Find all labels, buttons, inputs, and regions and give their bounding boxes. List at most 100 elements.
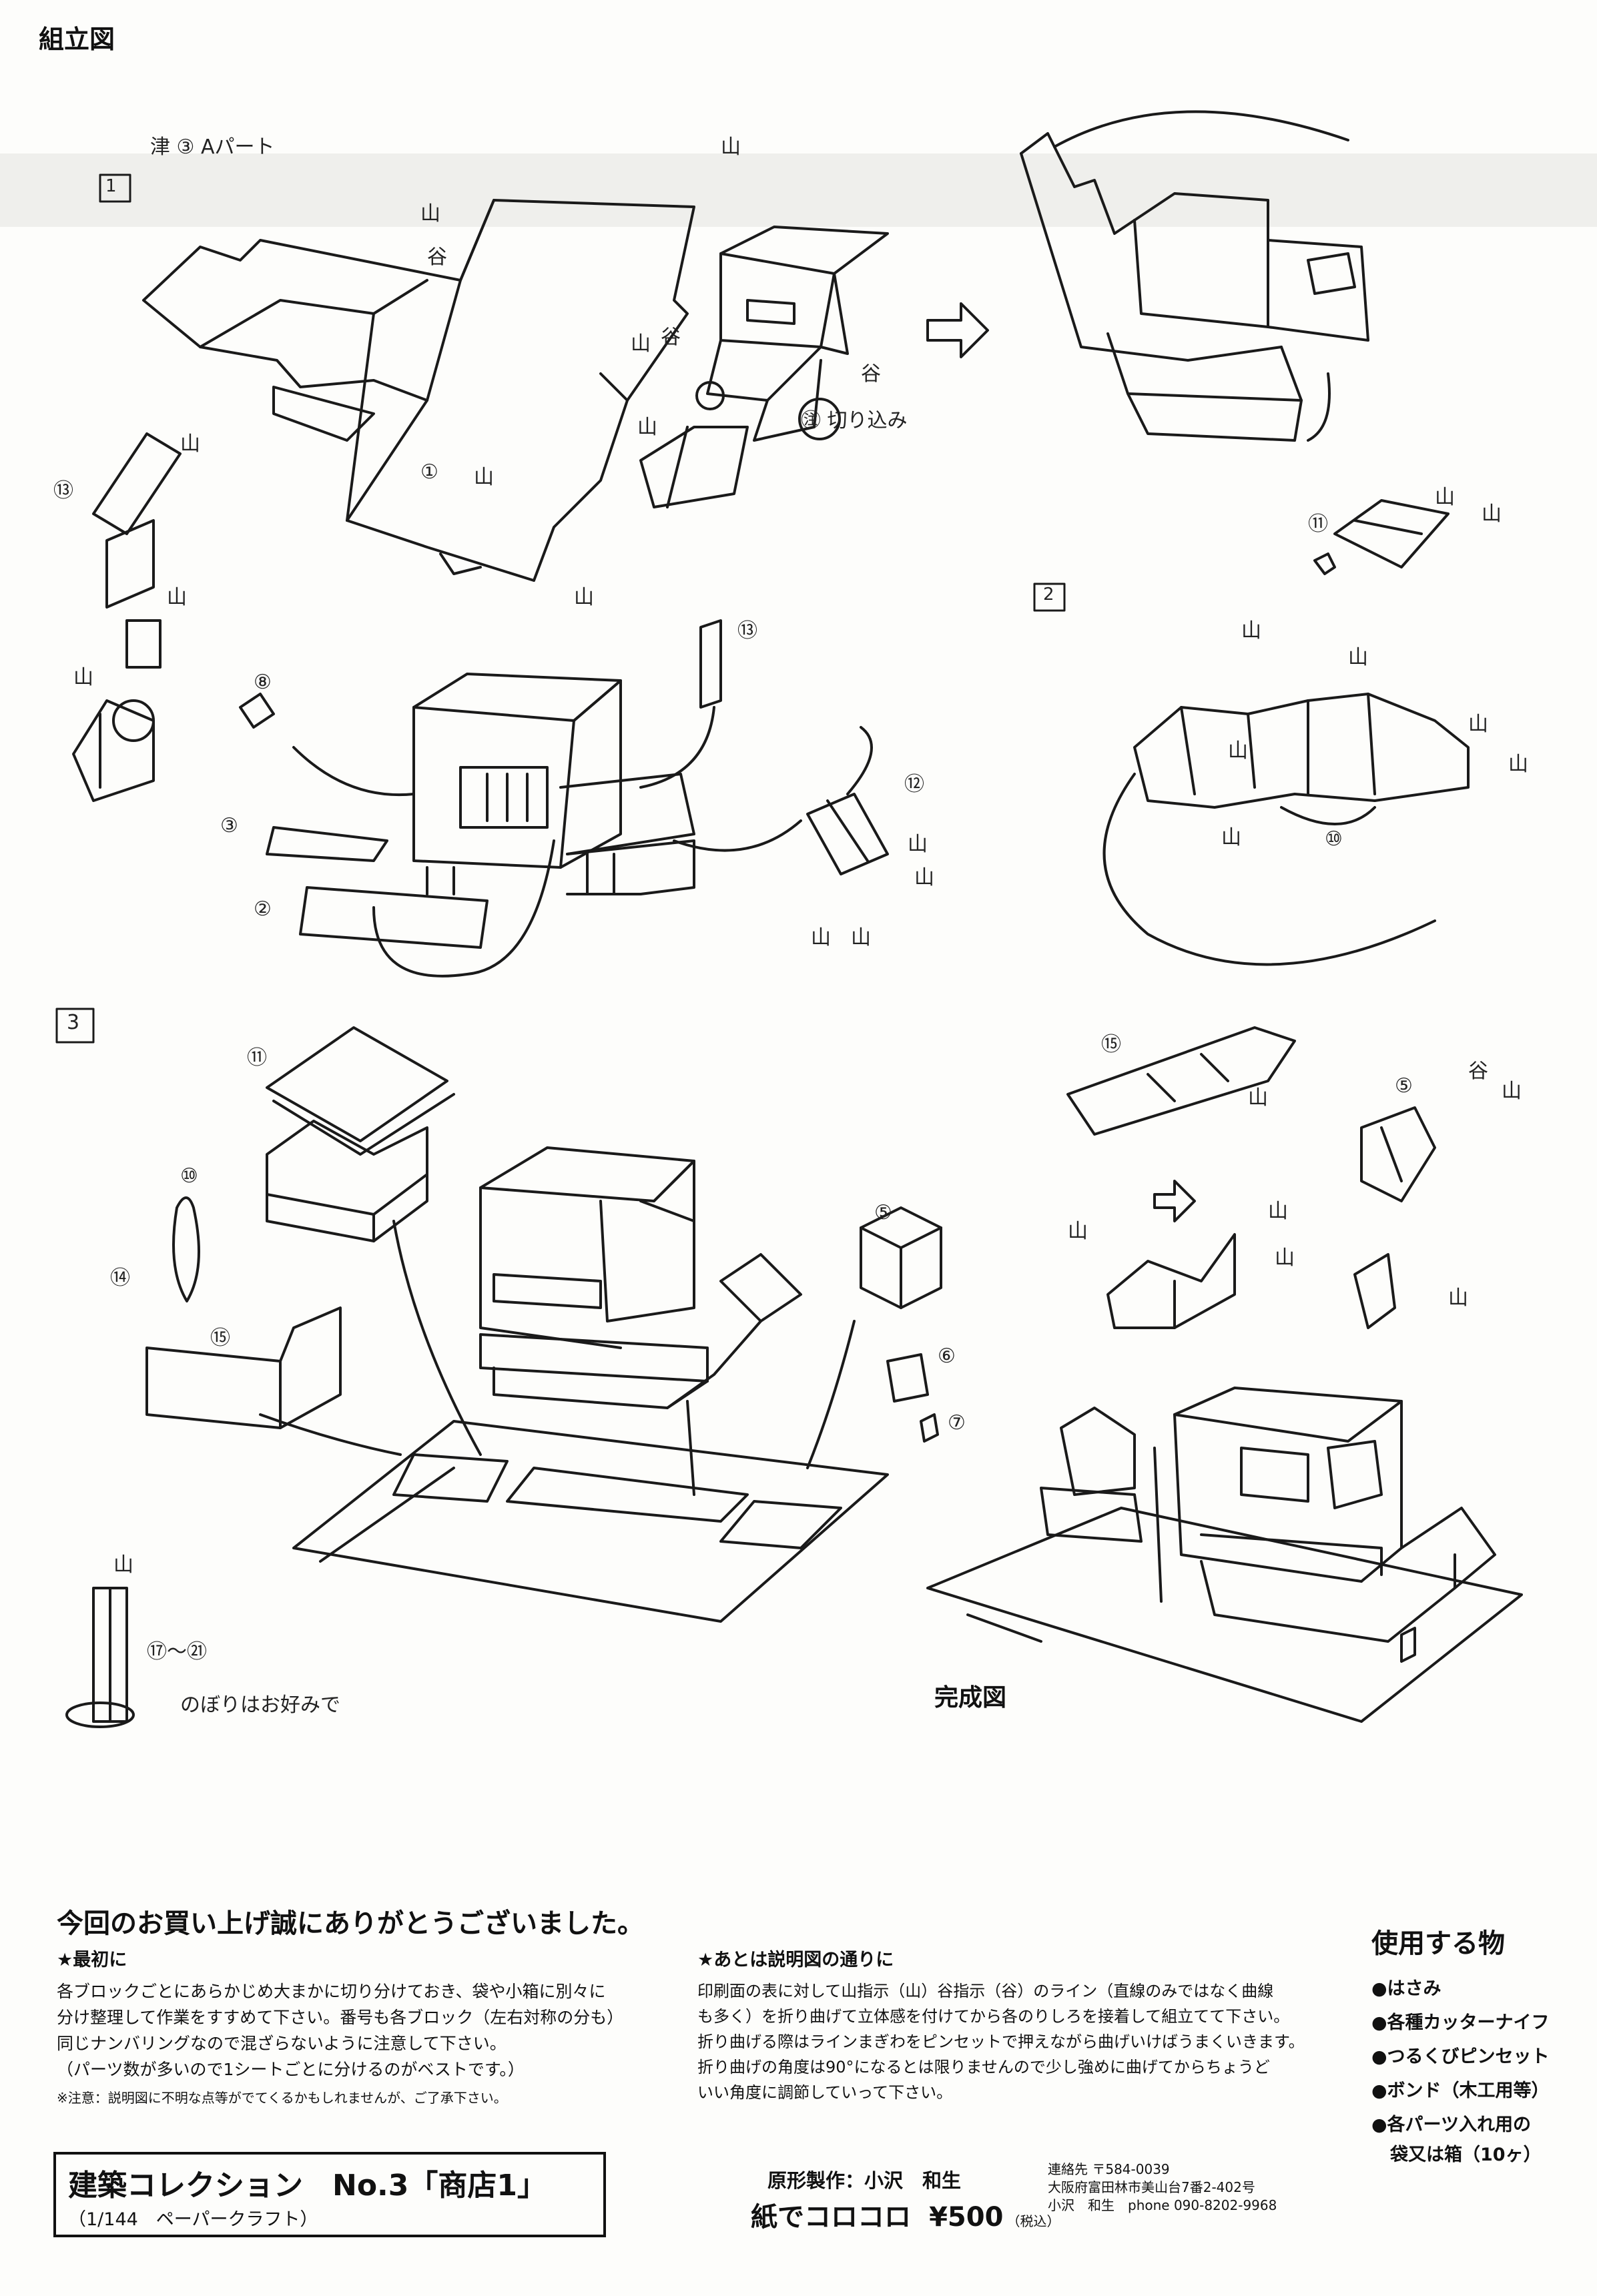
part-number: ⑩ [1325, 827, 1343, 851]
notes-left-line: 分け整理して作業をすすめて下さい。番号も各ブロック（左右対称の分も） [57, 2008, 624, 2027]
notes-left-line: 同じナンバリングなので混ざらないように注意して下さい。 [57, 2034, 507, 2053]
part-number: ⑬ [53, 479, 73, 502]
part-number: ⑤ [874, 1201, 892, 1224]
price: ¥500 [929, 2202, 1004, 2233]
product-subtitle: （1/144 ペーパークラフト） [68, 2209, 318, 2230]
step2-building [239, 619, 889, 978]
tool-item: ●はさみ [1371, 1978, 1442, 1999]
part-number: ⑮ [210, 1326, 230, 1350]
tools-list: 使用する物 ●はさみ ●各種カッターナイフ ●つるくびピンセット ●ボンド（木工… [1371, 1922, 1585, 2166]
fold-mark: 山 [420, 202, 440, 226]
part-number: ⑪ [1308, 512, 1328, 536]
contact-person: 小沢 和生 phone 090-8202-9968 [1048, 2197, 1277, 2213]
fold-mark: 谷 [1468, 1060, 1488, 1083]
part-number: ③ [220, 814, 238, 837]
fold-mark: 山 [851, 926, 871, 949]
part-number: ⑧ [254, 671, 272, 694]
fold-mark: 山 [1482, 502, 1502, 526]
thanks-title: 今回のお買い上げ誠にありがとうございました。 [57, 1908, 644, 1939]
part-number: ⑮ [1101, 1033, 1121, 1056]
step2-roof [1102, 499, 1470, 966]
fold-mark: 山 [1448, 1286, 1468, 1310]
part13-strip [72, 432, 182, 802]
tool-item: ●各パーツ入れ用の [1371, 2115, 1532, 2135]
fold-mark: 山 [180, 432, 200, 456]
notes-right-line: 折り曲げる際はラインまぎわをピンセットで押えながら曲げいけばうまくいきます。 [697, 2032, 1305, 2051]
fold-mark: 谷 [661, 326, 681, 349]
header-note: 津 ③ Aパート [150, 135, 275, 159]
fold-mark: 山 [811, 926, 831, 949]
step3-right-parts [1066, 1026, 1436, 1329]
step1-box [99, 173, 131, 203]
tool-item: ●各種カッターナイフ [1371, 2012, 1550, 2033]
notes-left-line: 各ブロックごとにあらかじめ大まかに切り分けておき、袋や小箱に別々に [57, 1982, 606, 2001]
fold-mark: 山 [1221, 826, 1241, 849]
contact-label: 連絡先 〒584-0039 [1048, 2161, 1170, 2177]
fold-mark: 山 [1348, 646, 1368, 669]
part-number: ⑥ [938, 1345, 956, 1368]
part-number: ② [254, 897, 272, 921]
fold-mark: 山 [1468, 713, 1488, 736]
fold-mark: 山 [631, 332, 651, 356]
fold-mark: 谷 [427, 246, 447, 269]
tool-item: ●つるくびピンセット [1371, 2046, 1550, 2067]
price-tax: （税込） [1006, 2213, 1060, 2229]
notes-caution: ※注意：説明図に不明な点等がでてくるかもしれませんが、ご了承下さい。 [57, 2090, 507, 2106]
completed-label: 完成図 [934, 1684, 1007, 1711]
notes-left-line: （パーツ数が多いので1シートごとに分けるのがベストです。） [57, 2060, 525, 2079]
notes-right-heading: ★あとは説明図の通りに [697, 1950, 894, 1970]
fold-mark: 山 [1068, 1220, 1088, 1243]
contact-address: 大阪府富田林市美山台7番2-402号 [1048, 2179, 1255, 2195]
fold-mark: 山 [167, 586, 187, 609]
part-number: ⑪ [247, 1046, 267, 1070]
part-number: ⑭ [110, 1266, 130, 1290]
fold-mark: 山 [113, 1553, 133, 1577]
price-line: 紙でコロコロ ¥500 （税込） [751, 2195, 1060, 2234]
step1-arrow [926, 302, 989, 358]
completed-model [926, 1387, 1523, 1723]
contact-block: 連絡先 〒584-0039 大阪府富田林市美山台7番2-402号 小沢 和生 p… [1048, 2161, 1277, 2215]
fold-mark: 山 [1275, 1246, 1295, 1270]
part-number: ⑩ [180, 1164, 198, 1188]
fold-mark: 山 [1435, 486, 1455, 509]
fold-mark: 山 [1268, 1200, 1288, 1223]
notes-right-line: 印刷面の表に対して山指示（山）谷指示（谷）のライン（直線のみではなく曲線 [697, 1982, 1274, 2000]
step1-folded [1020, 110, 1369, 442]
fold-mark: 山 [637, 416, 657, 439]
step3-parts [145, 1026, 942, 1623]
step1-net [142, 199, 889, 582]
product-title: 建築コレクション No.3「商店1」 [68, 2169, 547, 2203]
designer-credit: 原形製作：小沢 和生 [767, 2169, 962, 2192]
brand-name: 紙でコロコロ [751, 2202, 911, 2233]
product-box: 建築コレクション No.3「商店1」 （1/144 ペーパークラフト） [53, 2152, 606, 2237]
fold-mark: 山 [1508, 753, 1528, 776]
step2-label: 2 [1043, 585, 1054, 605]
notes-right-line: も多く）を折り曲げて立体感を付けてから各のりしろを接着して組立てて下さい。 [697, 2007, 1290, 2026]
fold-mark: 山 [1502, 1080, 1522, 1103]
fold-mark: 山 [1241, 619, 1261, 643]
cut-note: ㊟ 切り込み [801, 409, 908, 432]
range-label: ⑰～㉑ [147, 1640, 207, 1663]
tool-item: ●ボンド（木工用等） [1371, 2080, 1550, 2101]
notes-right: ★あとは説明図の通りに 印刷面の表に対して山指示（山）谷指示（谷）のライン（直線… [697, 1945, 1365, 2100]
part-number: ⑤ [1395, 1074, 1413, 1098]
fold-mark: 山 [721, 135, 741, 159]
banner-strips [65, 1587, 135, 1728]
fold-mark: 山 [574, 586, 594, 609]
page-title: 組立図 [39, 25, 115, 54]
notes-left-heading: ★最初に [57, 1950, 127, 1970]
step2-box [1033, 583, 1066, 612]
banner-note: のぼりはお好みで [180, 1693, 340, 1717]
fold-mark: 山 [908, 833, 928, 856]
tool-item: 袋又は箱（10ヶ） [1390, 2145, 1542, 2165]
fold-mark: 山 [73, 666, 93, 689]
fold-mark: 山 [1248, 1086, 1268, 1110]
tape-band [0, 153, 1597, 227]
fold-mark: 谷 [861, 362, 881, 386]
step1-label: 1 [105, 176, 117, 196]
notes-left: ★最初に 各ブロックごとにあらかじめ大まかに切り分けておき、袋や小箱に別々に 分… [57, 1945, 691, 2107]
fold-mark: 山 [914, 866, 934, 889]
step3-box [55, 1008, 95, 1044]
fold-mark: 山 [1228, 739, 1248, 763]
